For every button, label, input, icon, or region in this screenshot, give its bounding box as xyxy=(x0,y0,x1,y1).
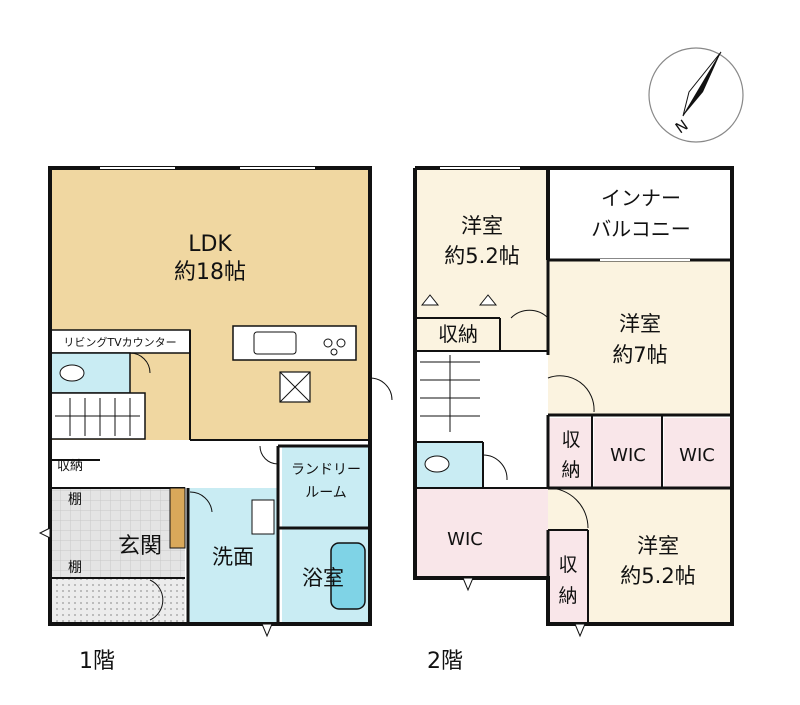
shelf-bottom-label: 棚 xyxy=(68,560,82,576)
balcony-label-1: インナー xyxy=(601,186,681,210)
tv-counter-label: リビングTVカウンター xyxy=(63,335,176,349)
bathtub-icon xyxy=(330,542,366,610)
entrance-tile xyxy=(50,488,100,578)
room-e xyxy=(548,260,732,415)
room-e-label: 洋室 xyxy=(619,312,661,336)
entrance-step xyxy=(169,487,186,549)
washroom-label: 洗面 xyxy=(212,545,254,569)
door-arc-icon xyxy=(129,352,151,374)
ldk-label: LDK xyxy=(188,232,232,257)
storage-mid-label-2: 納 xyxy=(561,459,580,481)
entrance-label: 玄関 xyxy=(118,534,162,559)
ldk-size: 約18帖 xyxy=(174,260,246,285)
storage-nw-label: 収納 xyxy=(438,322,478,346)
stair-2f xyxy=(420,355,480,432)
wic-room-2 xyxy=(594,418,662,488)
room-nw-size: 約5.2帖 xyxy=(444,244,519,268)
floor-1: LDK 約18帖 リビングTVカウンター 収納 棚 棚 玄関 ランドリー ルーム… xyxy=(38,166,393,674)
laundry-room xyxy=(282,446,370,528)
floor-2: 洋室 約5.2帖 インナー バルコニー 収納 洋室 約7帖 収 納 WIC WI… xyxy=(413,166,734,674)
laundry-label-1: ランドリー xyxy=(291,462,361,478)
laundry-label-2: ルーム xyxy=(305,485,347,501)
wash-basin-icon xyxy=(251,499,275,535)
toilet-2f-icon xyxy=(424,455,450,473)
room-nw xyxy=(415,168,548,351)
balcony-label-2: バルコニー xyxy=(591,217,691,241)
room-e-size: 約7帖 xyxy=(612,343,667,367)
toilet-icon xyxy=(59,364,85,382)
room-se-label: 洋室 xyxy=(637,534,679,558)
sink-icon xyxy=(253,331,297,355)
toilet-room xyxy=(49,352,131,394)
wic-room-1 xyxy=(415,488,548,578)
shelf-top-label: 棚 xyxy=(68,492,82,508)
storage-se xyxy=(548,530,588,624)
storage-mid-label-1: 収 xyxy=(561,429,580,451)
wic-1-label: WIC xyxy=(447,529,483,550)
porch xyxy=(50,578,185,624)
floor2-caption: 2階 xyxy=(427,649,463,674)
wic-room-3 xyxy=(664,418,732,488)
floor1-caption: 1階 xyxy=(79,649,115,674)
storage-se-label-2: 納 xyxy=(558,585,577,607)
floor1-outer-wall xyxy=(48,166,372,626)
bathroom-label: 浴室 xyxy=(302,566,344,590)
wic-2-label: WIC xyxy=(610,445,646,466)
storage-se-label-1: 収 xyxy=(558,554,577,576)
storage-label: 収納 xyxy=(57,459,83,474)
room-nw-label: 洋室 xyxy=(461,214,503,238)
compass: N xyxy=(648,47,744,143)
wic-3-label: WIC xyxy=(679,445,715,466)
storage-mid xyxy=(548,418,592,488)
room-se-size: 約5.2帖 xyxy=(620,564,695,588)
